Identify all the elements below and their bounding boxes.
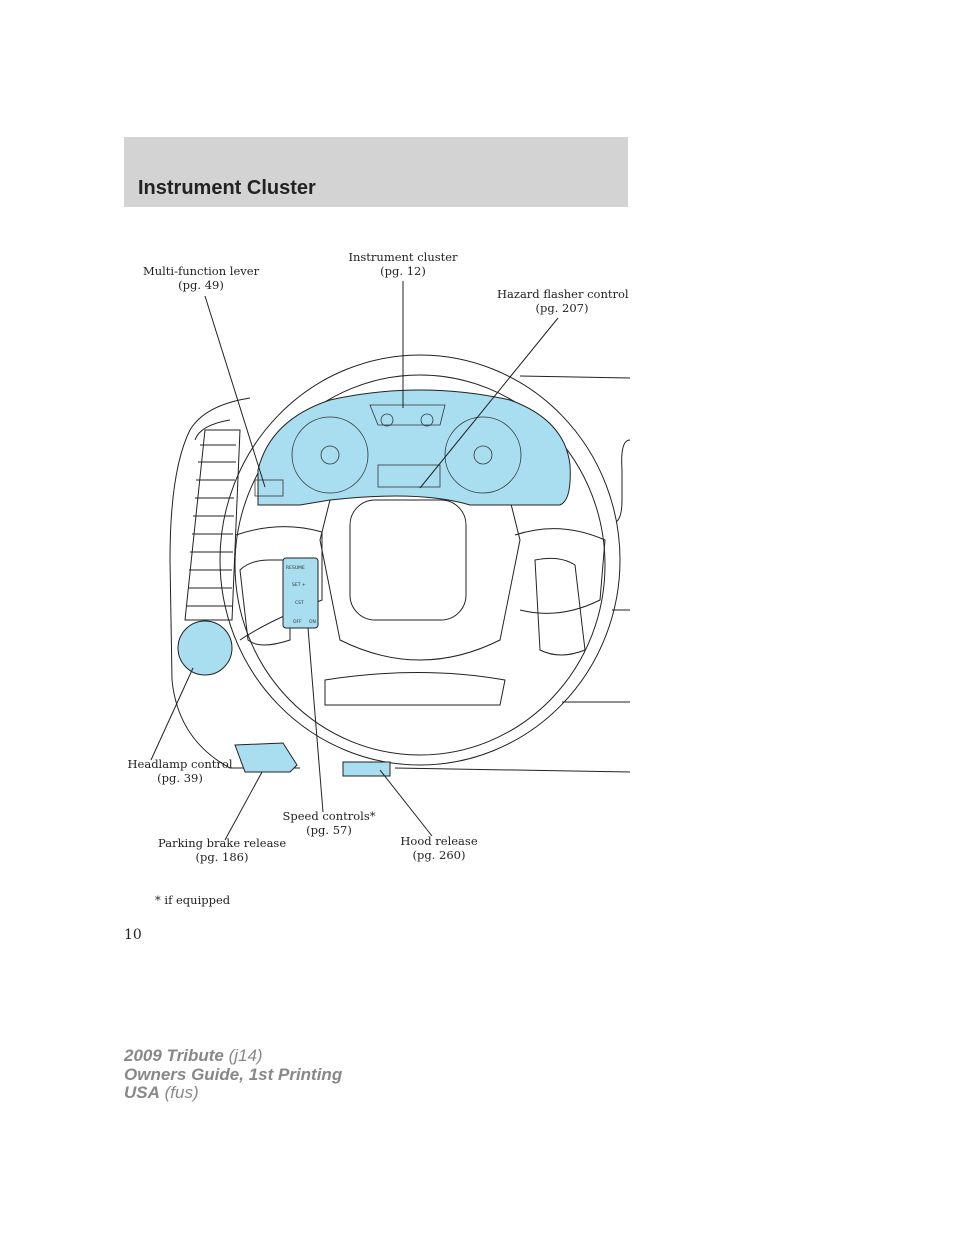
cst-button-label: CST (295, 600, 304, 606)
lower-spoke (324, 672, 506, 706)
callout-speed-controls: Speed controls* (pg. 57) (282, 809, 376, 837)
leader-hood-release (379, 769, 433, 837)
leader-speed-controls (307, 627, 324, 813)
callout-multi-function-lever: Multi-function lever (pg. 49) (142, 264, 260, 292)
callout-headlamp-control: Headlamp control (pg. 39) (127, 757, 233, 785)
leader-multi-function-lever (204, 295, 266, 488)
on-button-label: ON (309, 619, 316, 625)
leader-lines (150, 281, 559, 841)
callout-hood-release: Hood release (pg. 260) (400, 834, 478, 862)
steering-wheel-rim-inner (234, 374, 606, 756)
instrument-cluster-highlight (257, 389, 571, 506)
tachometer-gauge (291, 416, 369, 494)
leader-parking-brake (224, 771, 263, 841)
lever-detail (254, 479, 284, 497)
air-vent (184, 429, 241, 621)
dash-left-body (169, 397, 300, 769)
dash-right-contour (615, 439, 631, 523)
page-number: 10 (124, 927, 142, 943)
cluster-gauges (254, 404, 522, 497)
airbag-cover (349, 499, 467, 621)
speed-controls-highlight (282, 557, 319, 629)
section-header-band: Instrument Cluster (124, 137, 628, 207)
message-center (377, 464, 441, 488)
hood-release-highlight (342, 761, 391, 777)
right-spoke (514, 528, 606, 614)
section-title: Instrument Cluster (138, 177, 316, 199)
set-plus-button-label: SET + (292, 582, 306, 588)
dash-bottom-line (394, 767, 631, 773)
headlamp-control-highlight (177, 620, 233, 676)
dash-top-line (519, 375, 631, 379)
left-spoke (235, 526, 323, 641)
resume-button-label: RESUME (286, 565, 305, 571)
parking-brake-highlight (234, 742, 298, 773)
callout-instrument-cluster: Instrument cluster (pg. 12) (348, 250, 458, 278)
callout-hazard-flasher: Hazard flasher control (pg. 207) (497, 287, 629, 315)
document-footer: 2009 Tribute (j14) Owners Guide, 1st Pri… (124, 1046, 343, 1102)
off-button-label: OFF (293, 619, 302, 625)
fuel-temp-gauges (369, 404, 446, 426)
speedometer-gauge (444, 416, 522, 494)
leader-headlamp-control (150, 667, 194, 761)
leader-hazard-flasher (419, 317, 559, 489)
footnote: * if equipped (155, 893, 231, 907)
steering-wheel-rim-outer (219, 354, 621, 766)
callout-parking-brake: Parking brake release (pg. 186) (158, 836, 287, 864)
